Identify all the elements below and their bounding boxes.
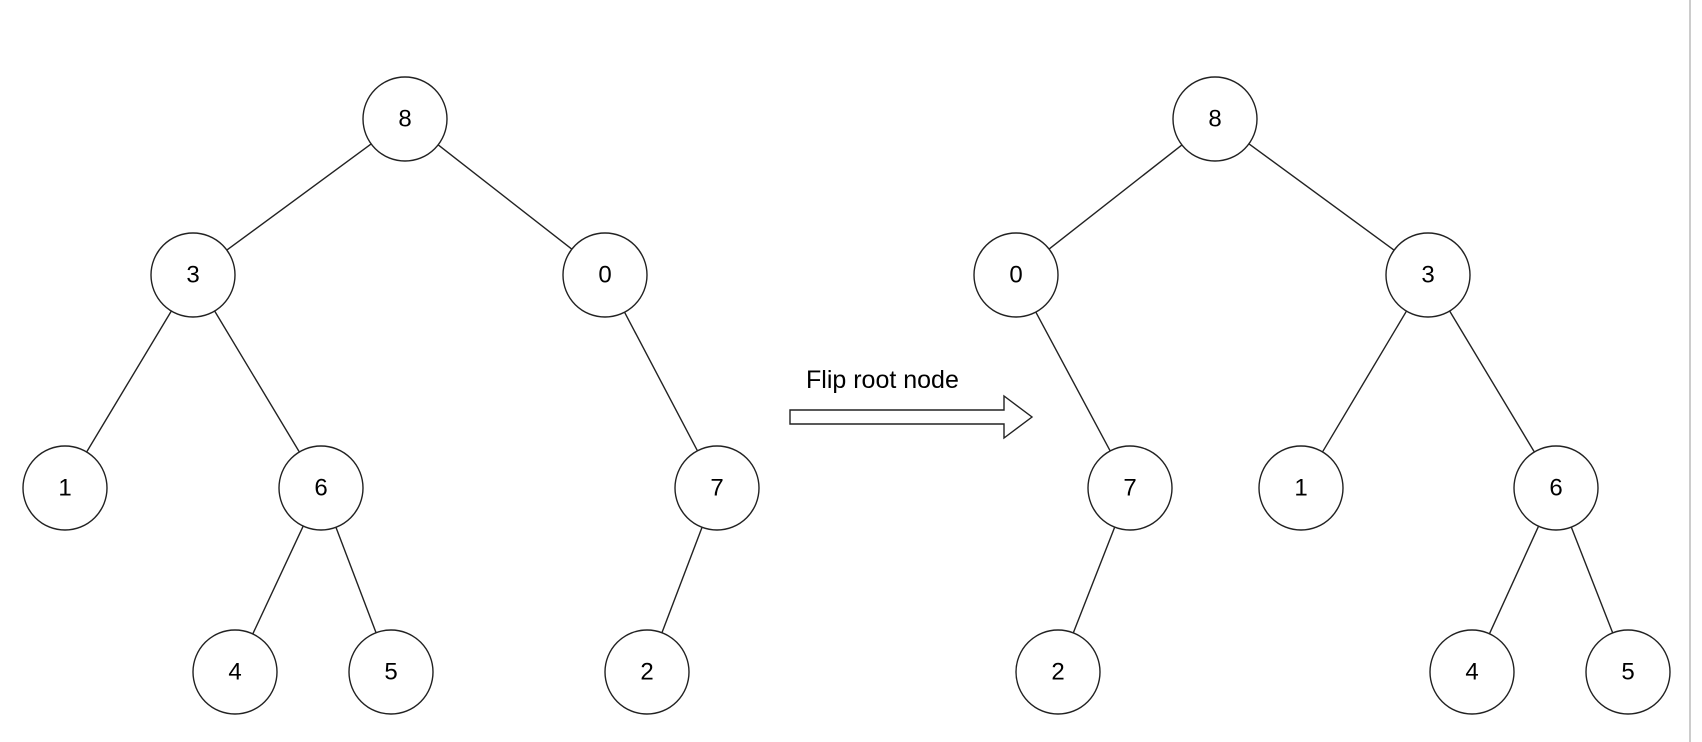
tree-node: 1	[22, 445, 108, 531]
tree-node: 8	[1172, 76, 1258, 162]
node-label: 4	[1465, 659, 1478, 686]
edges-layer	[86, 143, 1614, 635]
tree-node: 4	[1429, 629, 1515, 715]
node-label: 0	[1009, 262, 1022, 289]
tree-edge	[1248, 143, 1395, 251]
node-label: 2	[640, 659, 653, 686]
tree-edge	[252, 525, 304, 635]
node-circle	[150, 232, 236, 318]
tree-node: 7	[674, 445, 760, 531]
tree-node: 7	[1087, 445, 1173, 531]
tree-edge	[214, 310, 300, 453]
tree-edge	[226, 143, 372, 251]
node-label: 5	[1621, 659, 1634, 686]
node-label: 2	[1051, 659, 1064, 686]
flip-arrow: Flip root node	[789, 366, 1034, 440]
tree-edge	[1321, 310, 1408, 453]
nodes-layer: 8 3 0 1 6 7 4 5 2 8 0 3 7 1 6 2 4 5	[22, 76, 1671, 715]
tree-node: 5	[1585, 629, 1671, 715]
node-label: 8	[1208, 106, 1221, 133]
tree-node: 6	[1513, 445, 1599, 531]
node-circle	[973, 232, 1059, 318]
tree-node: 5	[348, 629, 434, 715]
node-circle	[562, 232, 648, 318]
node-circle	[348, 629, 434, 715]
node-circle	[674, 445, 760, 531]
node-circle	[192, 629, 278, 715]
node-circle	[362, 76, 448, 162]
node-label: 7	[1123, 475, 1136, 502]
tree-edge	[335, 527, 377, 633]
node-label: 5	[384, 659, 397, 686]
node-label: 4	[228, 659, 241, 686]
node-label: 3	[1421, 262, 1434, 289]
node-label: 3	[186, 262, 199, 289]
tree-node: 3	[150, 232, 236, 318]
node-circle	[1585, 629, 1671, 715]
tree-node: 2	[604, 629, 690, 715]
node-circle	[1087, 445, 1173, 531]
tree-edge	[1488, 525, 1540, 635]
node-circle	[1172, 76, 1258, 162]
tree-node: 0	[973, 232, 1059, 318]
node-circle	[1385, 232, 1471, 318]
flip-arrow-label: Flip root node	[806, 366, 959, 394]
tree-edge	[661, 527, 703, 633]
node-circle	[1513, 445, 1599, 531]
tree-node: 3	[1385, 232, 1471, 318]
node-circle	[1015, 629, 1101, 715]
tree-edge	[1048, 144, 1183, 250]
node-circle	[278, 445, 364, 531]
tree-edge	[1072, 526, 1116, 634]
node-label: 1	[1294, 475, 1307, 502]
tree-edge	[437, 144, 573, 250]
tree-node: 8	[362, 76, 448, 162]
tree-edge	[1449, 310, 1535, 453]
tree-node: 6	[278, 445, 364, 531]
node-label: 8	[398, 106, 411, 133]
tree-node: 4	[192, 629, 278, 715]
node-circle	[604, 629, 690, 715]
tree-node: 1	[1258, 445, 1344, 531]
node-label: 7	[710, 475, 723, 502]
node-circle	[22, 445, 108, 531]
tree-edge	[1035, 311, 1111, 452]
node-circle	[1429, 629, 1515, 715]
node-label: 6	[314, 475, 327, 502]
tree-node: 0	[562, 232, 648, 318]
node-label: 6	[1549, 475, 1562, 502]
node-label: 1	[58, 475, 71, 502]
flip-arrow-icon	[789, 394, 1034, 440]
tree-edge	[623, 311, 699, 452]
tree-edge	[1570, 526, 1614, 634]
tree-node: 2	[1015, 629, 1101, 715]
tree-edge	[86, 310, 172, 453]
node-circle	[1258, 445, 1344, 531]
node-label: 0	[598, 262, 611, 289]
